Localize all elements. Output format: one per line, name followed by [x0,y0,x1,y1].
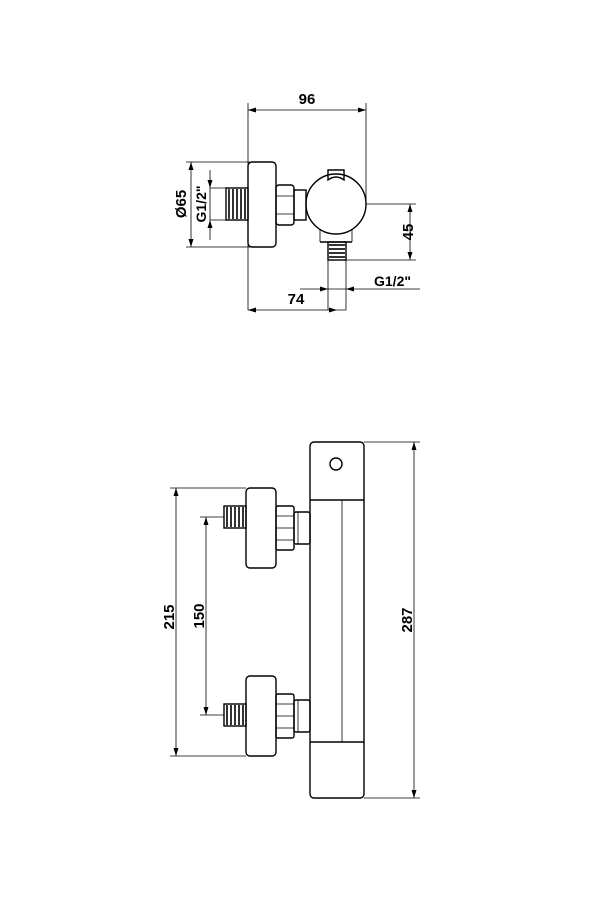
upper-eccentric [223,487,311,569]
dim-inlet-spacing-label: 150 [191,603,208,628]
dim-outer-span-label: 215 [161,604,178,629]
dim-width-label: 96 [299,91,316,108]
dim-outlet-thread: G1/2" [300,260,420,310]
dim-offset-74: 74 [248,291,346,313]
eccentric-connector [247,161,307,248]
dim-offset-label: 74 [288,291,305,308]
dim-total-length-287: 287 [364,441,420,799]
dim-width-96: 96 [247,91,367,310]
dim-diameter-label: Ø65 [173,190,190,218]
front-view: 215 150 287 [161,441,420,799]
dim-outer-span-215: 215 [161,487,246,757]
dim-inlet-thread-label: G1/2" [193,186,209,223]
dim-height-45: 45 [346,203,417,261]
dim-inlet-thread: G1/2" [193,170,228,240]
valve-body-circle [305,169,367,243]
lower-eccentric [223,675,311,757]
dim-total-length-label: 287 [399,607,416,632]
top-view: 96 Ø65 G1/2" [173,91,420,313]
dim-height-label: 45 [400,224,417,241]
outlet-thread-stub [327,241,347,261]
inlet-thread-stub [225,187,249,221]
valve-main-body [309,441,365,799]
dim-diameter-65: Ø65 [173,161,250,248]
dim-inlet-spacing-150: 150 [191,516,224,716]
dim-outlet-thread-label: G1/2" [374,273,411,289]
